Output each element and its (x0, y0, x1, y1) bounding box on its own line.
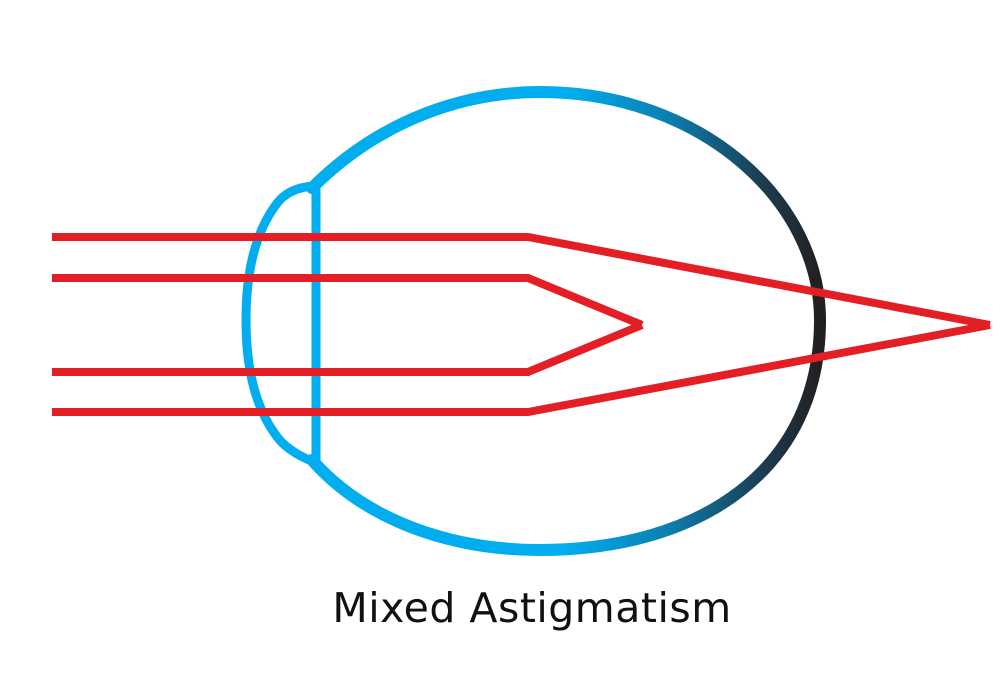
diagram-caption: Mixed Astigmatism (332, 584, 732, 632)
light-ray-outer-top (52, 233, 991, 329)
eyeball-outline (306, 85, 827, 557)
light-ray-outer-bottom (52, 321, 991, 416)
light-ray-inner-top (52, 274, 644, 329)
light-ray-inner-bottom (52, 321, 644, 376)
cornea (241, 181, 319, 467)
